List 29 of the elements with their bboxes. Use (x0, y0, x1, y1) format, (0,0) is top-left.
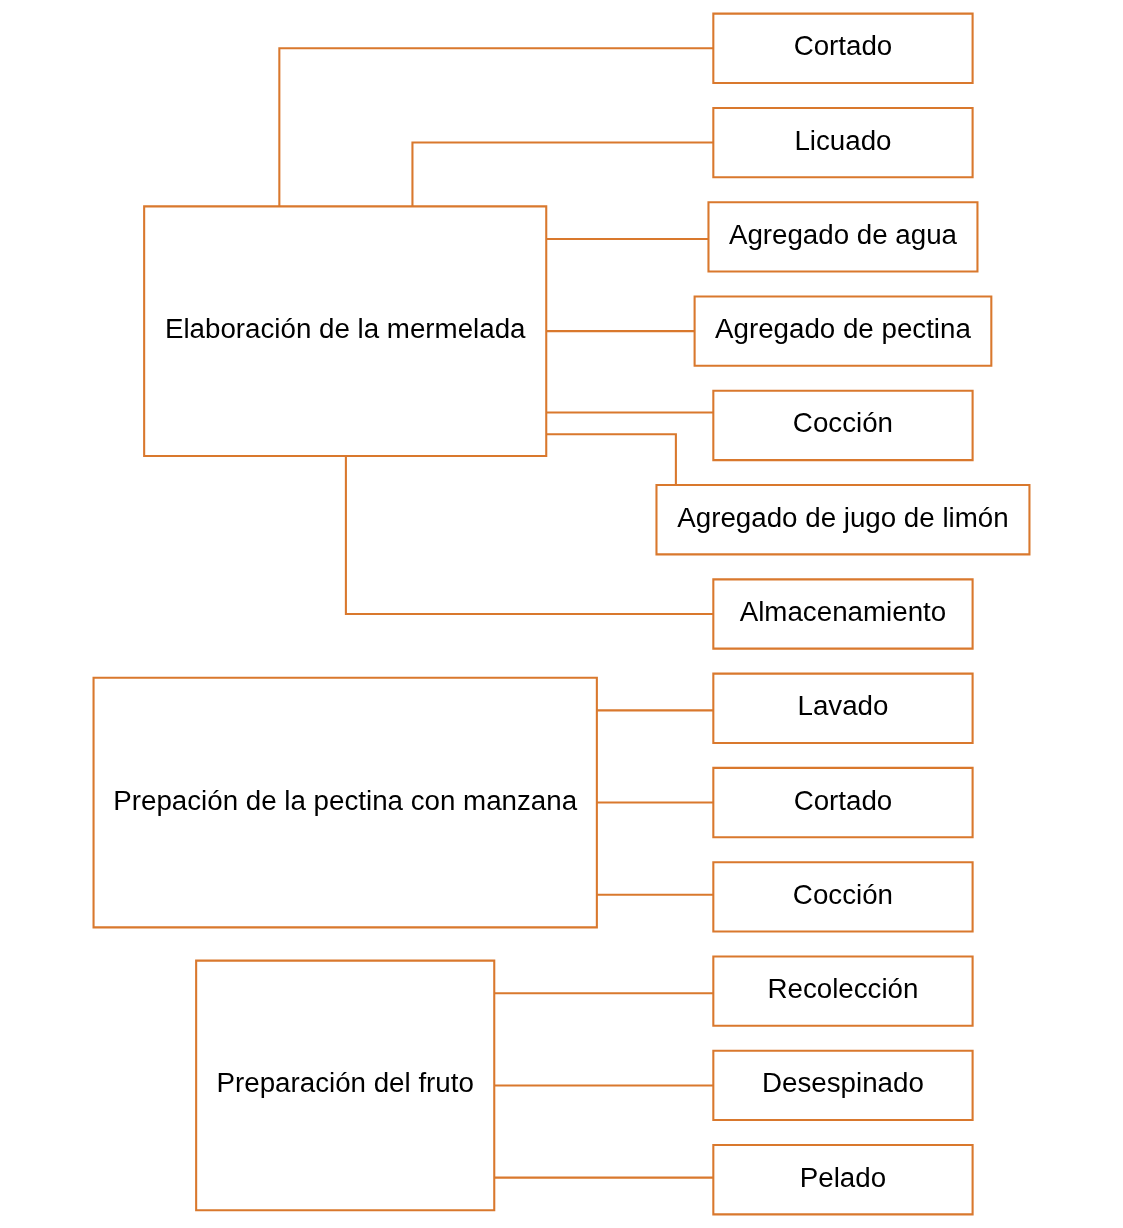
node-box: Cocción (712, 861, 974, 933)
node-box: Agregado de agua (707, 201, 979, 273)
connector (546, 433, 677, 485)
connector (494, 992, 714, 995)
node-box: Prepación de la pectina con manzana (92, 676, 598, 929)
connector (597, 801, 714, 804)
connector (546, 411, 714, 414)
connector (411, 141, 714, 206)
node-box: Licuado (712, 106, 974, 179)
node-box: Desespinado (712, 1049, 974, 1122)
connector (546, 237, 709, 240)
node-box: Cortado (712, 12, 974, 84)
node-box: Almacenamiento (712, 578, 974, 650)
connector (546, 330, 695, 333)
node-box: Pelado (712, 1144, 974, 1216)
connector (494, 1084, 714, 1087)
connector (597, 709, 714, 712)
node-box: Agregado de pectina (693, 295, 993, 367)
connector (494, 1176, 714, 1179)
node-box: Recolección (712, 955, 974, 1027)
node-box: Preparación del fruto (195, 959, 496, 1212)
node-box: Cocción (712, 389, 974, 462)
connector (344, 456, 713, 616)
connector (278, 47, 714, 207)
node-box: Lavado (712, 672, 974, 744)
node-box: Cortado (712, 766, 974, 839)
node-box: Agregado de jugo de limón (655, 484, 1031, 556)
connector (597, 893, 714, 896)
node-box: Elaboración de la mermelada (143, 205, 548, 457)
